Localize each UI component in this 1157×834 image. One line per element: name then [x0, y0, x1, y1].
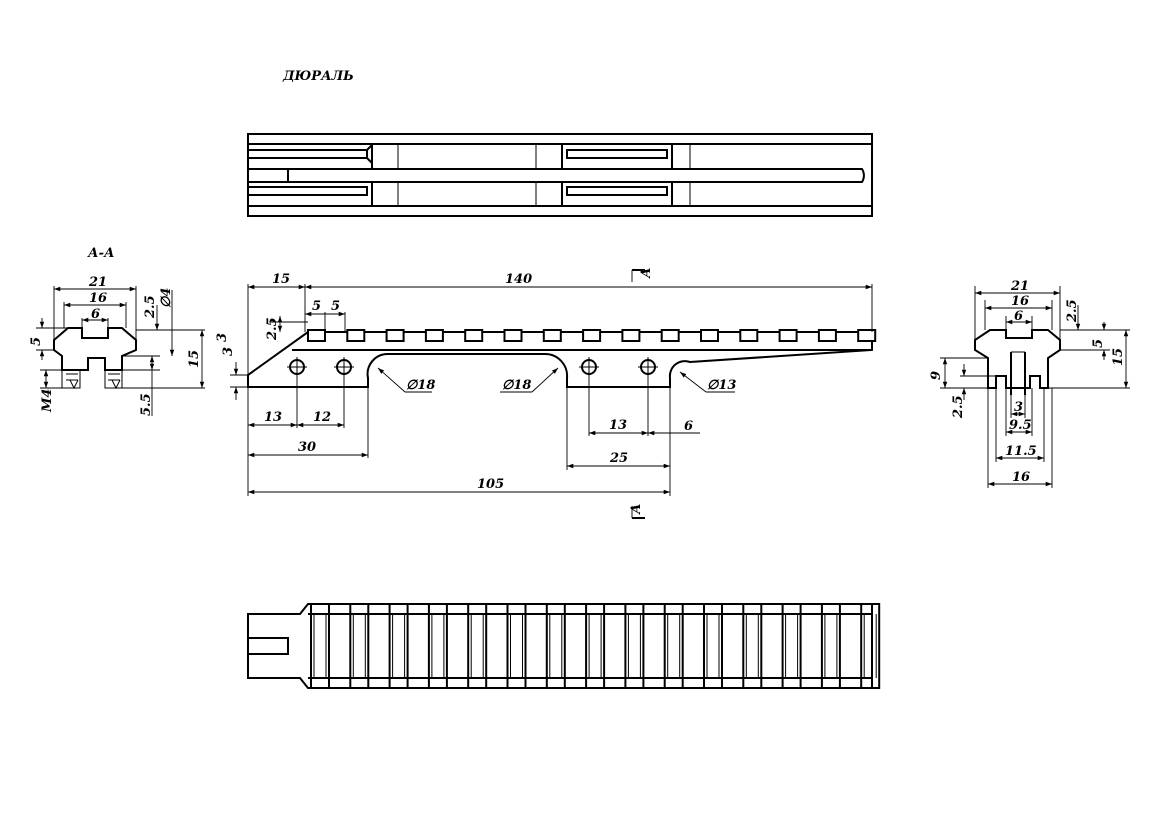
- secr-dim-9-5: 9.5: [1009, 418, 1032, 433]
- rail-tooth: [346, 329, 366, 342]
- sec-dim-m4: M4: [40, 389, 55, 413]
- rail-slot: [820, 603, 841, 689]
- section-view-left: А-А 21 16 6 5 M4: [29, 246, 230, 416]
- rail-slot: [742, 603, 763, 689]
- rail-tooth: [660, 329, 680, 342]
- dim-3: 3: [221, 347, 236, 356]
- secr-dim-21: 21: [1010, 279, 1029, 294]
- rail-slot: [506, 603, 527, 689]
- rail-tooth: [817, 329, 837, 342]
- secr-dim-11-5: 11.5: [1005, 444, 1037, 459]
- secr-dim-6: 6: [1014, 309, 1023, 324]
- rail-slot: [624, 603, 645, 689]
- dim-5a: 5: [312, 299, 321, 314]
- dim-5b: 5: [331, 299, 340, 314]
- bottom-view: [247, 603, 881, 689]
- sec-dim-15: 15: [187, 350, 202, 368]
- rail-tooth: [778, 329, 798, 342]
- rail-slot: [703, 603, 723, 689]
- rail-slot: [860, 603, 881, 689]
- rail-slot: [585, 603, 606, 689]
- rail-slot: [427, 603, 448, 689]
- dim-30: 30: [298, 440, 316, 455]
- rail-slot: [467, 603, 488, 689]
- dim-105: 105: [477, 477, 504, 492]
- rail-tooth: [542, 329, 562, 342]
- section-mark-bottom: А: [629, 503, 644, 515]
- rail-tooth: [385, 329, 405, 342]
- rail-slot: [545, 603, 566, 689]
- rail-tooth: [857, 329, 877, 342]
- secr-dim-2-5: 2.5: [1065, 299, 1080, 323]
- secr-dim-16b: 16: [1012, 470, 1030, 485]
- rail-tooth: [700, 329, 719, 342]
- dia-18b: ∅18: [502, 378, 531, 393]
- rail-tooth: [621, 329, 641, 342]
- secr-dim-3: 3: [1014, 400, 1023, 415]
- top-view: [247, 133, 873, 217]
- rail-slot: [310, 603, 330, 689]
- side-view: А А 15 140 5 5 2.5 3: [221, 267, 877, 519]
- bottom-slots: [310, 603, 881, 689]
- section-label: А-А: [87, 246, 115, 261]
- dim-140: 140: [505, 272, 532, 287]
- rail-tooth: [424, 329, 444, 342]
- dim-13a: 13: [264, 410, 282, 425]
- secr-dim-9: 9: [929, 371, 944, 380]
- material-label: ДЮРАЛЬ: [282, 69, 354, 84]
- dim-15: 15: [272, 272, 290, 287]
- rail-tooth: [307, 329, 326, 342]
- dim-2-5: 2.5: [265, 317, 280, 341]
- dia-13: ∅13: [707, 378, 736, 393]
- section-view-right: 21 16 6 2.5 5 15 9 2.5 3 9: [929, 279, 1130, 488]
- rail-teeth: [307, 329, 877, 342]
- secr-dim-5: 5: [1091, 339, 1106, 348]
- rail-tooth: [739, 329, 759, 342]
- sec-dim-3: 3: [215, 333, 230, 342]
- dim-13b: 13: [609, 418, 627, 433]
- sec-dim-6: 6: [91, 307, 100, 322]
- section-mark-top: А: [639, 267, 654, 279]
- sec-dim-2-5: 2.5: [143, 295, 158, 319]
- dim-25: 25: [609, 451, 628, 466]
- secr-dim-15: 15: [1111, 348, 1126, 366]
- rail-tooth: [464, 329, 484, 342]
- rail-tooth: [582, 329, 602, 342]
- sec-dim-16: 16: [89, 291, 107, 306]
- sec-dim-21: 21: [88, 275, 107, 290]
- rail-slot: [663, 603, 684, 689]
- secr-dim-2-5b: 2.5: [951, 395, 966, 419]
- rail-slot: [349, 603, 370, 689]
- dim-6: 6: [684, 419, 693, 434]
- sec-dim-5-5: 5.5: [139, 393, 154, 416]
- rail-tooth: [503, 329, 523, 342]
- sec-dim-5: 5: [29, 337, 44, 346]
- rail-slot: [781, 603, 802, 689]
- secr-dim-16: 16: [1011, 294, 1029, 309]
- dia-18a: ∅18: [406, 378, 435, 393]
- dim-12: 12: [313, 410, 331, 425]
- rail-slot: [388, 603, 409, 689]
- sec-dim-dia4: ∅4: [159, 288, 174, 308]
